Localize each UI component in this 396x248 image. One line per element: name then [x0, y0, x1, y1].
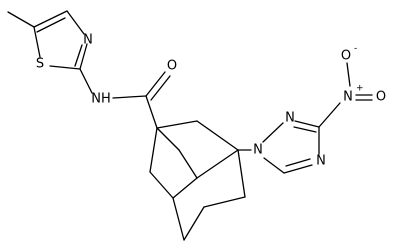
bond-c5-n1	[263, 157, 285, 174]
nitro-group	[318, 62, 373, 128]
bond-c3-nitro-n	[318, 102, 341, 128]
bond-carbonyl-cage	[145, 95, 158, 129]
bond-cage-4	[149, 171, 174, 199]
bond-n2-c3	[294, 120, 320, 128]
atom-label-nitro-n: N	[343, 90, 353, 105]
bond-n2-c3-double	[293, 126, 317, 133]
charge-label-nitro-n: +	[356, 84, 364, 94]
bond-nitro-n-o-top	[346, 62, 351, 87]
atom-label-triazole-n1: N	[253, 143, 263, 158]
bond-n1-n2	[262, 122, 284, 143]
atom-label-triazole-n2: N	[285, 111, 295, 126]
bond-n3-c2	[79, 43, 88, 70]
charge-label-nitro-o-top: -	[354, 44, 357, 54]
bond-c2-s1	[49, 65, 81, 70]
bond-c4-n3	[66, 10, 85, 35]
bond-c5-c4	[33, 10, 68, 28]
triazole-ring	[262, 120, 320, 174]
bond-cage-1	[156, 120, 198, 129]
atom-label-carbonyl-o: O	[167, 59, 177, 74]
bond-cage-7	[172, 177, 198, 199]
bond-cage-2	[196, 120, 239, 151]
bond-carbonyl-o	[145, 71, 166, 97]
bond-cage-6	[178, 149, 198, 179]
atom-label-amide-nh: NH	[91, 92, 111, 107]
adamantane-cage	[149, 120, 246, 241]
bond-nh-carbonyl	[112, 95, 147, 99]
bond-cage-10	[203, 196, 246, 208]
thiazole-ring	[7, 10, 88, 70]
bond-cage-11	[237, 149, 246, 198]
bond-n4-c5-double	[285, 158, 311, 167]
bond-n4-c5	[283, 164, 313, 174]
bond-cage-3	[149, 127, 158, 173]
bond-c5-c4-double	[36, 17, 66, 33]
bond-c2-nh	[79, 68, 93, 94]
bond-cage-5	[156, 127, 180, 151]
bond-methyl	[7, 11, 35, 28]
bond-cage-12	[196, 149, 239, 179]
bond-s1-c5	[33, 26, 41, 58]
bond-carbonyl-o-double	[150, 75, 171, 101]
bond-cage-8	[172, 197, 185, 241]
bond-cage-9	[183, 206, 205, 241]
atom-label-thiazole-n: N	[83, 33, 93, 48]
atom-label-nitro-o-right: O	[376, 90, 386, 105]
bond-n3-c2-double	[74, 44, 83, 67]
atom-label-thiazole-s: S	[36, 57, 44, 72]
atom-label-triazole-n4: N	[316, 154, 326, 169]
atom-label-nitro-o-top: O	[341, 49, 351, 64]
amide-group	[79, 68, 171, 129]
